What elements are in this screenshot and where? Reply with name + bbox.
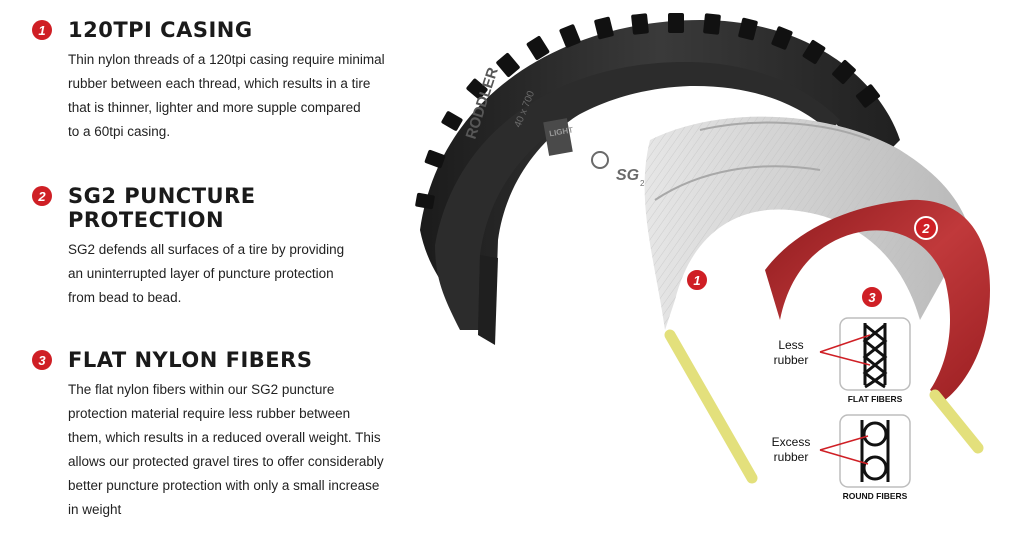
round-fibers-inset: ROUND FIBERS Excess rubber <box>772 414 911 501</box>
section-sg2-puncture-protection: 2 SG2 PUNCTURE PROTECTION SG2 defends al… <box>32 184 402 310</box>
description-line: in weight <box>68 502 122 517</box>
pointer-line <box>819 334 871 353</box>
section-description: The flat nylon fibers within our SG2 pun… <box>68 378 402 522</box>
excess-rubber-label-line2: rubber <box>774 450 809 464</box>
callout-number: 2 <box>921 221 930 236</box>
pointer-line <box>819 449 869 465</box>
section-title: FLAT NYLON FIBERS <box>68 348 313 372</box>
description-line: that is thinner, lighter and more supple… <box>68 100 361 115</box>
number-badge-icon: 3 <box>32 350 52 370</box>
pointer-line <box>819 351 871 366</box>
sidewall-sg: SG <box>616 167 639 184</box>
section-header: 1 120TPI CASING <box>32 18 402 42</box>
section-description: SG2 defends all surfaces of a tire by pr… <box>68 238 402 310</box>
description-line: from bead to bead. <box>68 290 182 305</box>
number-badge-icon: 2 <box>32 186 52 206</box>
less-rubber-label-line2: rubber <box>774 353 809 367</box>
callout-1: 1 <box>685 268 709 292</box>
fiber-cross-section-icon <box>862 323 888 389</box>
section-header: 2 SG2 PUNCTURE PROTECTION <box>32 184 402 232</box>
flat-fibers-caption: FLAT FIBERS <box>848 394 903 404</box>
section-title: SG2 PUNCTURE PROTECTION <box>68 184 256 232</box>
description-line: rubber between each thread, which result… <box>68 76 371 91</box>
description-line: them, which results in a reduced overall… <box>68 430 381 445</box>
description-line: Thin nylon threads of a 120tpi casing re… <box>68 52 385 67</box>
callout-number: 1 <box>693 273 700 288</box>
sg2-protection-layer-icon <box>765 199 990 400</box>
section-description: Thin nylon threads of a 120tpi casing re… <box>68 48 402 144</box>
flat-fibers-inset: FLAT FIBERS Less rubber <box>774 317 911 404</box>
section-title-line: PROTECTION <box>68 208 225 232</box>
casing-layer-icon <box>644 116 970 330</box>
description-line: an uninterrupted layer of puncture prote… <box>68 266 334 281</box>
description-line: The flat nylon fibers within our SG2 pun… <box>68 382 335 397</box>
sidewall-sg-sup: 2 <box>640 179 645 188</box>
callout-3: 3 <box>860 285 884 309</box>
section-flat-nylon-fibers: 3 FLAT NYLON FIBERS The flat nylon fiber… <box>32 348 402 522</box>
pointer-line <box>819 435 869 451</box>
bead-left-icon <box>664 329 758 484</box>
section-header: 3 FLAT NYLON FIBERS <box>32 348 402 372</box>
excess-rubber-label-line1: Excess <box>772 435 811 449</box>
description-line: SG2 defends all surfaces of a tire by pr… <box>68 242 345 257</box>
description-line: allows our protected gravel tires to off… <box>68 454 384 469</box>
description-line: better puncture protection with only a s… <box>68 478 380 493</box>
section-120tpi-casing: 1 120TPI CASING Thin nylon threads of a … <box>32 18 402 144</box>
sidewall-light: LIGHT <box>549 125 574 138</box>
bead-right-icon <box>929 389 984 454</box>
round-fibers-caption: ROUND FIBERS <box>843 491 908 501</box>
number-badge-icon: 1 <box>32 20 52 40</box>
section-title-line: SG2 PUNCTURE <box>68 184 256 208</box>
description-line: protection material require less rubber … <box>68 406 351 421</box>
tire-cutaway-diagram: RODDLER 40 x 700 LIGHT SG 2 1 2 3 <box>415 13 990 501</box>
fiber-cross-section-icon <box>860 420 890 482</box>
tire-tread-icon <box>415 13 900 345</box>
description-line: to a 60tpi casing. <box>68 124 171 139</box>
less-rubber-label-line1: Less <box>778 338 803 352</box>
callout-number: 3 <box>868 290 876 305</box>
section-title: 120TPI CASING <box>68 18 253 42</box>
callout-2: 2 <box>914 216 938 240</box>
